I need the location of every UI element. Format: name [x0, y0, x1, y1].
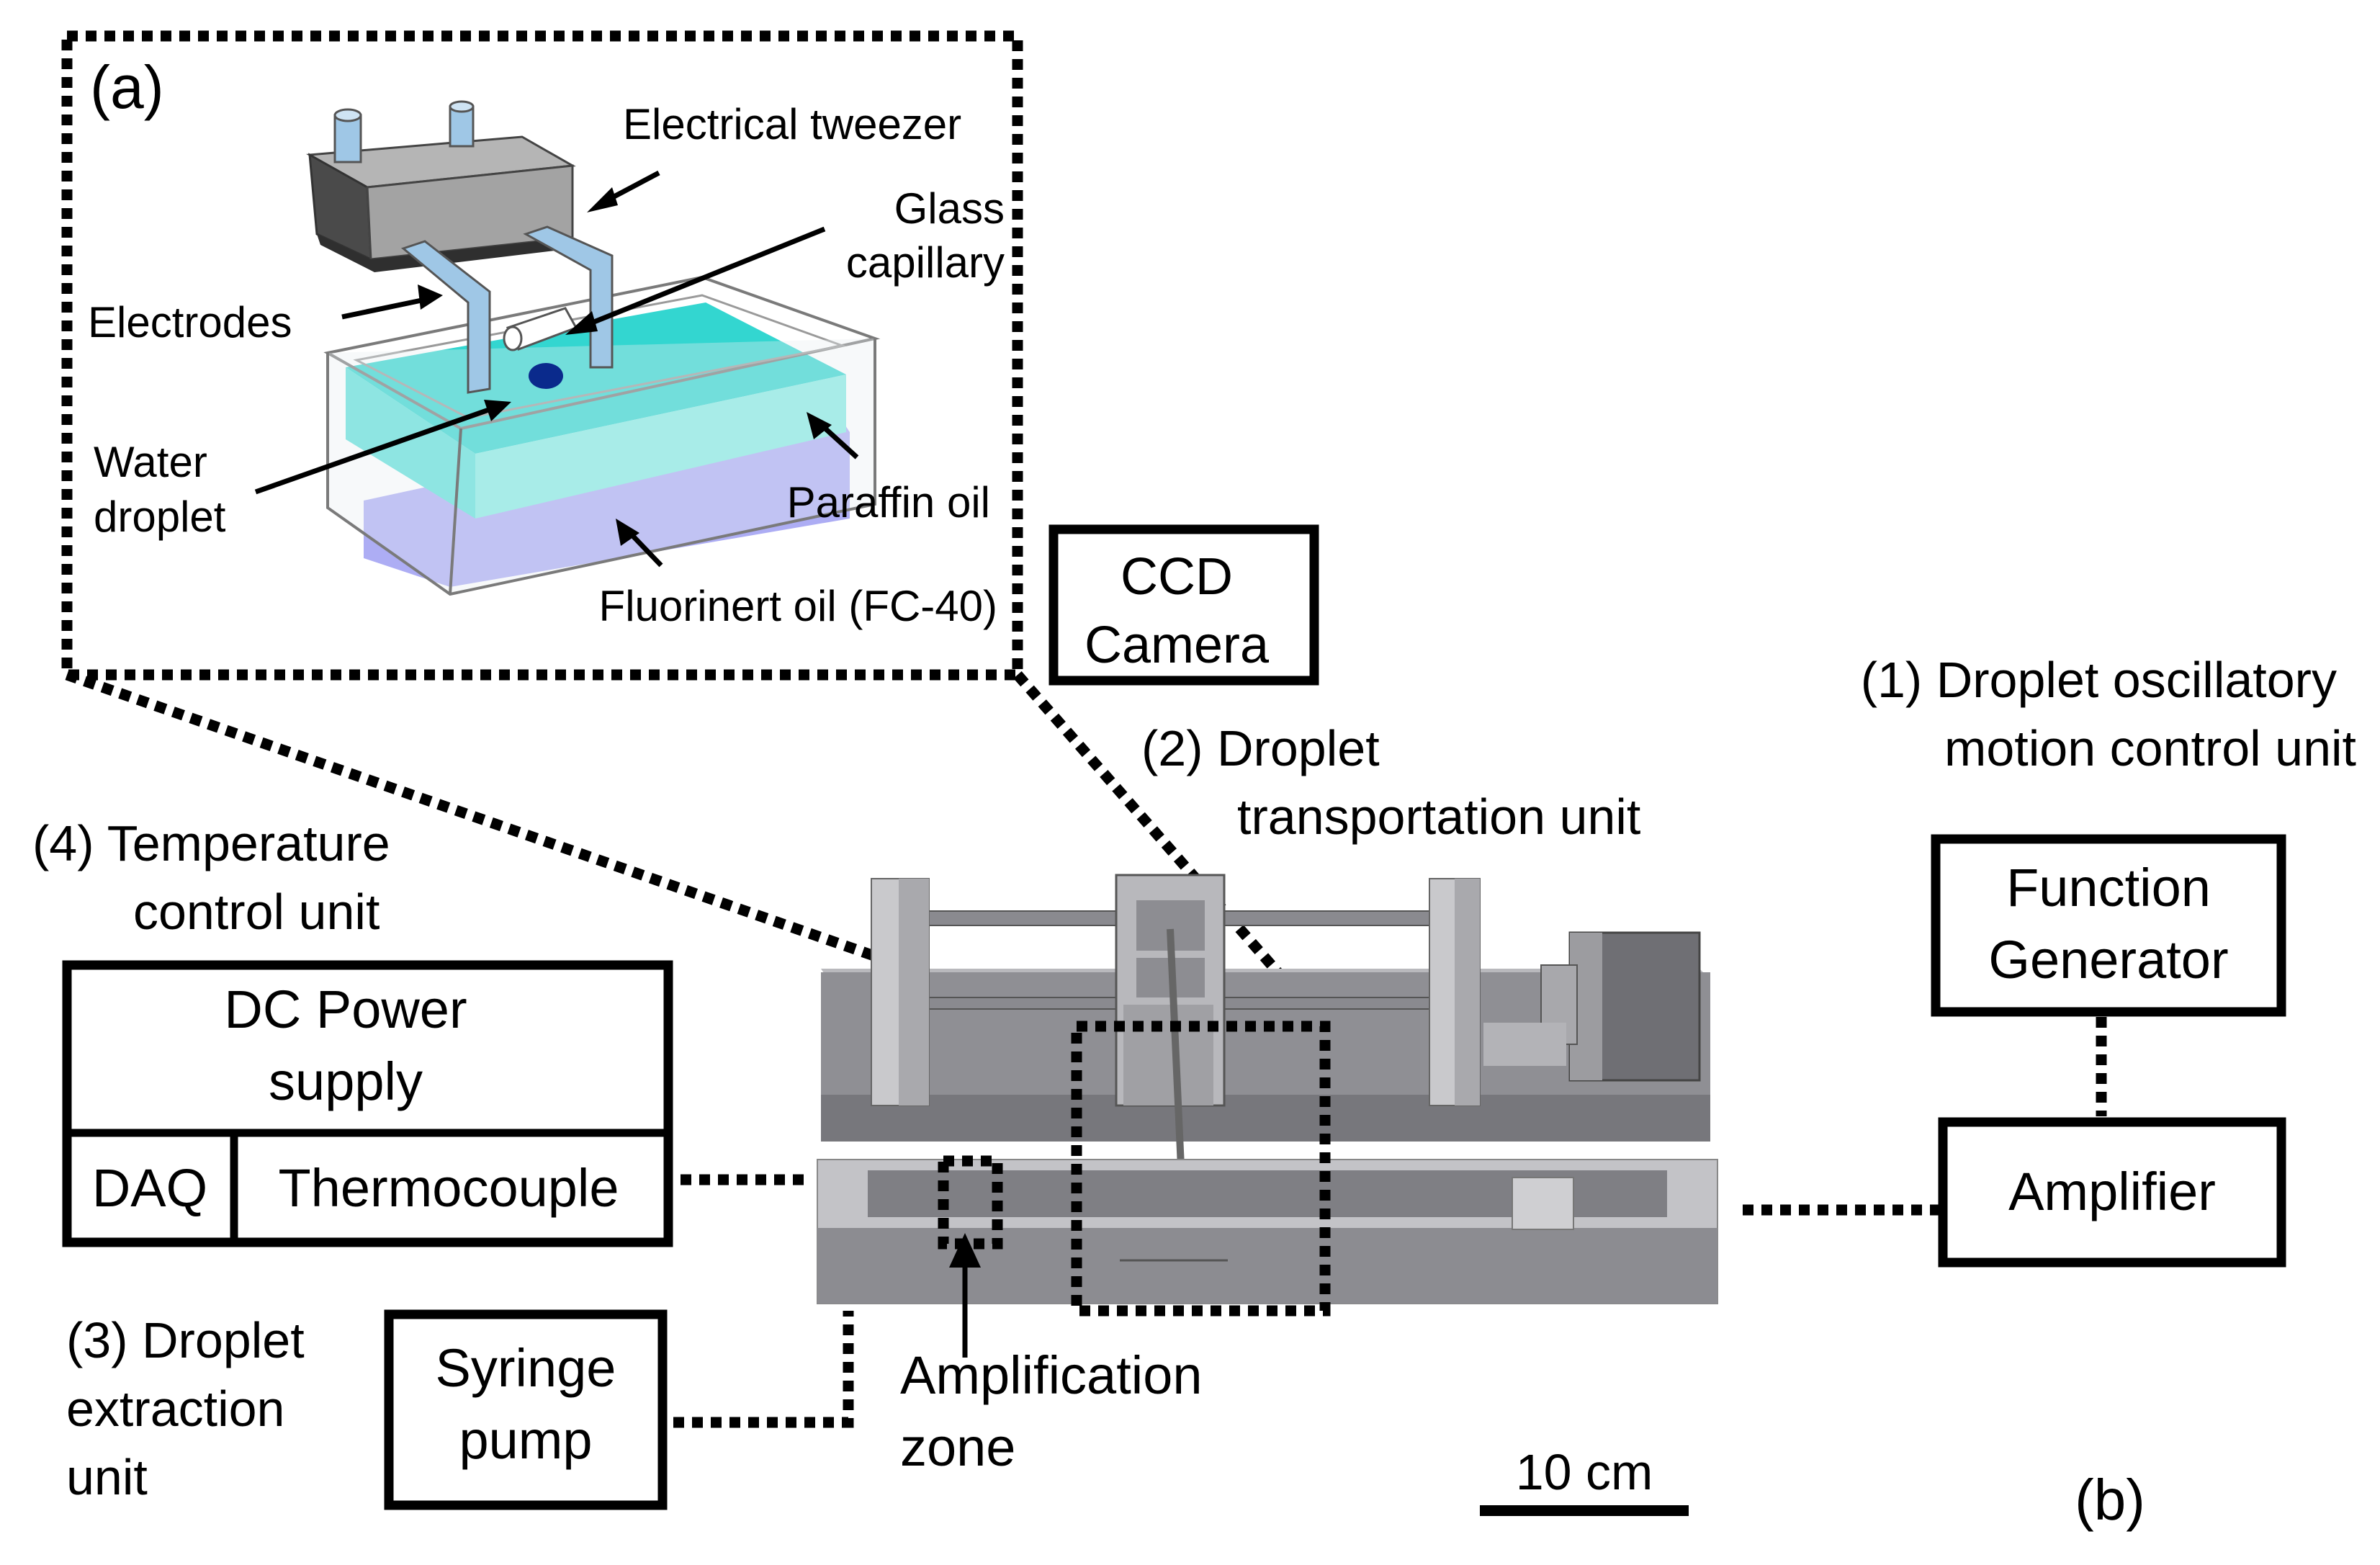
amplifier-label: Amplifier [2008, 1162, 2216, 1221]
device-model [817, 874, 1718, 1304]
panel-a-letter: (a) [90, 53, 164, 121]
dc-power-supply-label-line1: DC Power [224, 979, 467, 1039]
paraffin-oil-label: Paraffin oil [787, 478, 990, 526]
panel-a-dotted-frame [61, 30, 1023, 681]
syringe-pump-label-line2: pump [459, 1410, 592, 1470]
unit2-label-line1: (2) Droplet [1141, 720, 1380, 776]
paraffin-oil-side [475, 375, 846, 519]
function-generator-label-line2: Generator [1988, 930, 2228, 990]
pump-to-device-line [673, 1311, 854, 1428]
panel-a: (a) [61, 30, 1023, 681]
amplification-zone-dotted [938, 1155, 1003, 1250]
function-generator-label-line1: Function [2006, 858, 2211, 918]
unit2-label-line2: transportation unit [1237, 789, 1640, 845]
fluorinert-oil-label: Fluorinert oil (FC-40) [599, 582, 997, 630]
glass-capillary-label-line2: capillary [846, 238, 1005, 287]
panel-a-arrows [254, 170, 859, 568]
unit4-label-line2: control unit [133, 884, 380, 940]
tank-glass-corner [449, 428, 462, 595]
zoom-line-right [1013, 671, 1329, 1030]
unit3-label-line1: (3) Droplet [66, 1312, 305, 1368]
unit3-label-line2: extraction [66, 1381, 284, 1437]
amplifier-box [1938, 1117, 2286, 1268]
unit3-label-line3: unit [66, 1449, 148, 1505]
paraffin-oil-front [346, 367, 475, 519]
daq-label: DAQ [92, 1158, 207, 1218]
scale-bar-label: 10 cm [1516, 1444, 1653, 1500]
tweezer-rod [1167, 928, 1185, 1167]
scale-bar [1480, 1505, 1689, 1516]
tank-glass-edges [326, 338, 876, 596]
thermocouple-label: Thermocouple [278, 1158, 619, 1218]
unit4-label-line1: (4) Temperature [32, 815, 390, 871]
water-droplet-label-line2: droplet [94, 493, 226, 541]
dc-power-supply-label-line2: supply [269, 1051, 423, 1111]
syringe-pump-label-line1: Syringe [436, 1338, 616, 1398]
panel-b-letter: (b) [2075, 1468, 2145, 1532]
function-generator-box [1931, 834, 2286, 1017]
amplification-zone-label-line1: Amplification [900, 1345, 1203, 1405]
syringe-pump-box [384, 1309, 668, 1510]
electrical-tweezer-label: Electrical tweezer [623, 100, 961, 148]
ccd-camera-label-line1: CCD [1121, 548, 1233, 606]
electrodes-label: Electrodes [88, 298, 292, 346]
electrical-tweezer [306, 100, 576, 272]
zoom-line-left [65, 669, 1079, 1032]
ccd-camera-box [1048, 524, 1319, 686]
dc-power-supply-box [62, 960, 673, 1247]
unit1-label-line1: (1) Droplet oscillatory [1861, 652, 2337, 708]
amplification-zone-label-line2: zone [900, 1417, 1015, 1477]
transport-zone-dotted [1071, 1021, 1331, 1317]
water-droplet [529, 363, 563, 389]
electrodes [400, 225, 614, 394]
extraction-port [1512, 1177, 1574, 1230]
ccd-camera-label-line2: Camera [1085, 616, 1270, 674]
water-droplet-label-line1: Water [94, 438, 207, 486]
glass-capillary-label-line1: Glass [894, 184, 1005, 233]
unit1-label-line2: motion control unit [1944, 720, 2356, 776]
